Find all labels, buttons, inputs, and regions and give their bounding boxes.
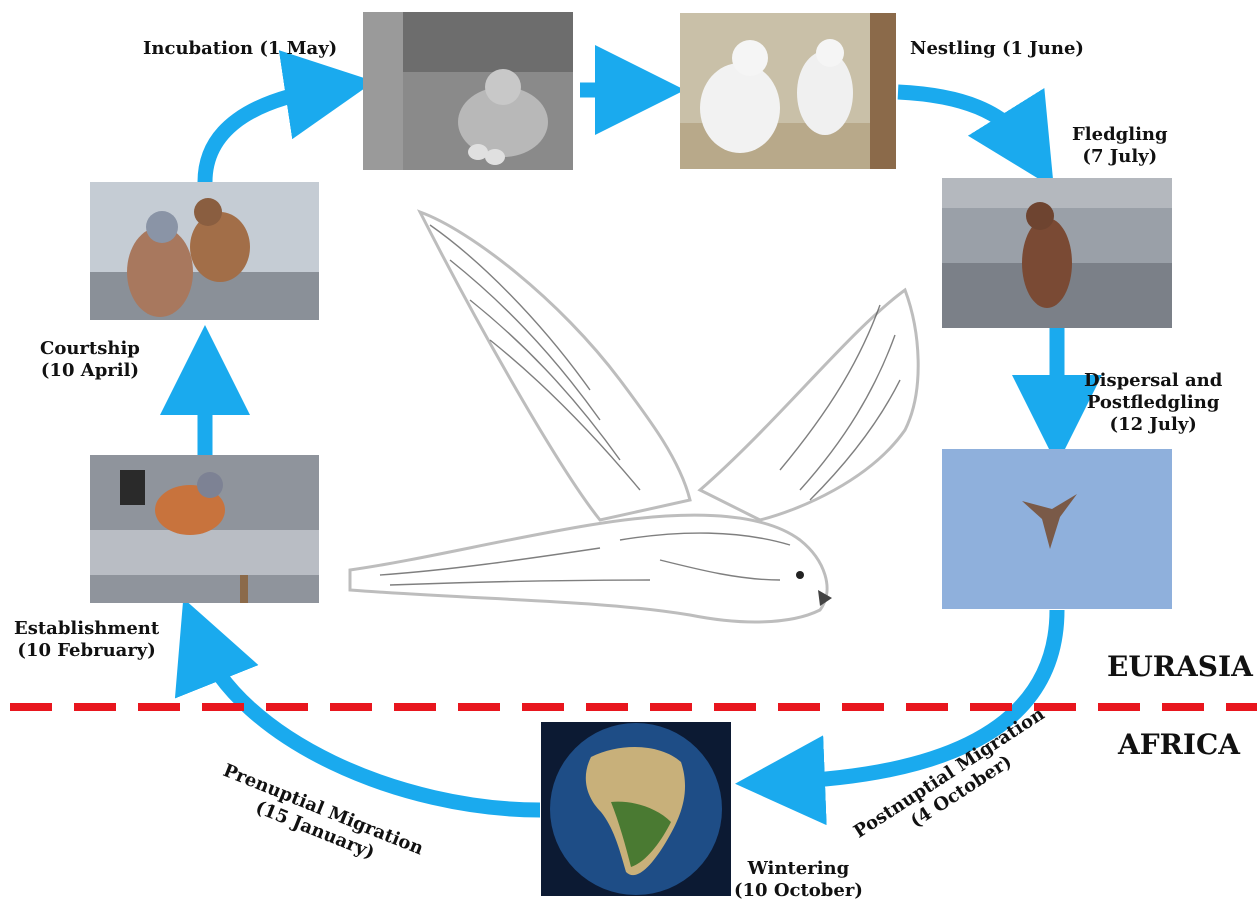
white-chicks-photo (680, 13, 896, 169)
kestrel-in-sky-photo (942, 449, 1172, 609)
incubation-label-text: Incubation (1 May) (143, 38, 337, 60)
dispersal-label-line3: (12 July) (1084, 414, 1222, 436)
dispersal-label-line1: Dispersal and (1084, 370, 1222, 392)
incubation-photo (363, 12, 573, 170)
pair-on-ledge-photo (90, 182, 319, 320)
fledgling-label-line2: (7 July) (1072, 146, 1168, 168)
nestling-label-text: Nestling (1 June) (910, 38, 1084, 60)
dispersal-label: Dispersal and Postfledgling (12 July) (1084, 370, 1222, 436)
establishment-label-line2: (10 February) (14, 640, 159, 662)
fledgling-photo (942, 178, 1172, 328)
brooding-kestrel-nest-photo (363, 12, 573, 170)
nestling-label: Nestling (1 June) (910, 38, 1084, 60)
nestling-photo (680, 13, 896, 169)
wintering-label: Wintering (10 October) (734, 858, 863, 902)
wintering-label-line1: Wintering (734, 858, 863, 880)
africa-globe-photo (541, 722, 731, 896)
incubation-label: Incubation (1 May) (143, 38, 337, 60)
courtship-label-line1: Courtship (40, 338, 140, 360)
establishment-photo (90, 455, 319, 603)
male-at-nest-box-photo (90, 455, 319, 603)
courtship-photo (90, 182, 319, 320)
dispersal-photo (942, 449, 1172, 609)
region-label-africa: AFRICA (1118, 728, 1240, 761)
fledgling-label-line1: Fledgling (1072, 124, 1168, 146)
courtship-label: Courtship (10 April) (40, 338, 140, 382)
dispersal-label-line2: Postfledgling (1084, 392, 1222, 414)
wintering-label-line2: (10 October) (734, 880, 863, 902)
fledgling-label: Fledgling (7 July) (1072, 124, 1168, 168)
region-label-eurasia: EURASIA (1107, 650, 1253, 683)
wintering-photo (541, 722, 731, 896)
establishment-label-line1: Establishment (14, 618, 159, 640)
fledgling-on-ledge-photo (942, 178, 1172, 328)
establishment-label: Establishment (10 February) (14, 618, 159, 662)
courtship-label-line2: (10 April) (40, 360, 140, 382)
